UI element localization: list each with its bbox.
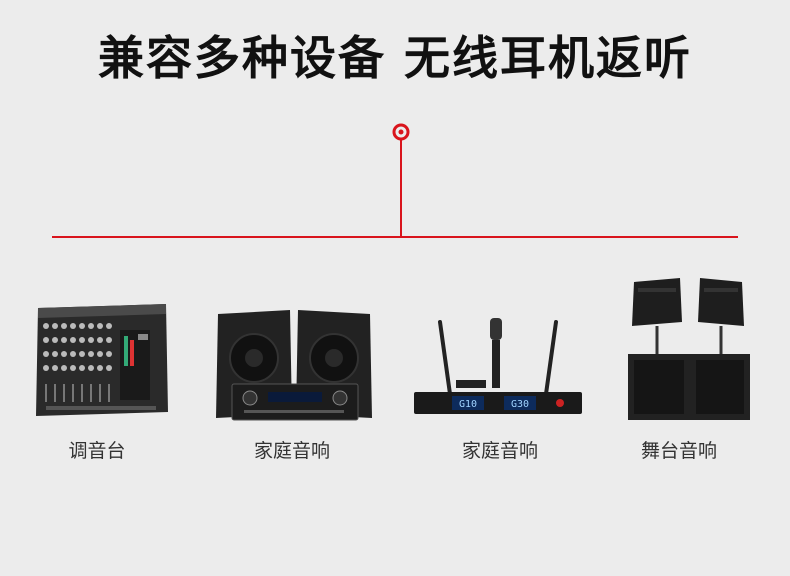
page-title: 兼容多种设备 无线耳机返听: [97, 31, 692, 85]
stage-speakers-icon: [628, 278, 750, 420]
device-label-mic-receiver: 家庭音响: [461, 440, 538, 462]
connector-node-icon: [392, 123, 410, 141]
device-label-stage-audio: 舞台音响: [640, 440, 717, 462]
connector-diagram: [52, 123, 738, 238]
receiver-display-right: G30: [511, 399, 529, 410]
device-label-mixer: 调音台: [68, 440, 126, 462]
home-audio-speakers-icon: [216, 310, 372, 421]
receiver-display-left: G10: [459, 399, 477, 410]
device-label-home-audio: 家庭音响: [253, 440, 330, 462]
mixer-icon: [36, 304, 168, 416]
wireless-mic-receiver-icon: G10 G30: [414, 318, 582, 414]
